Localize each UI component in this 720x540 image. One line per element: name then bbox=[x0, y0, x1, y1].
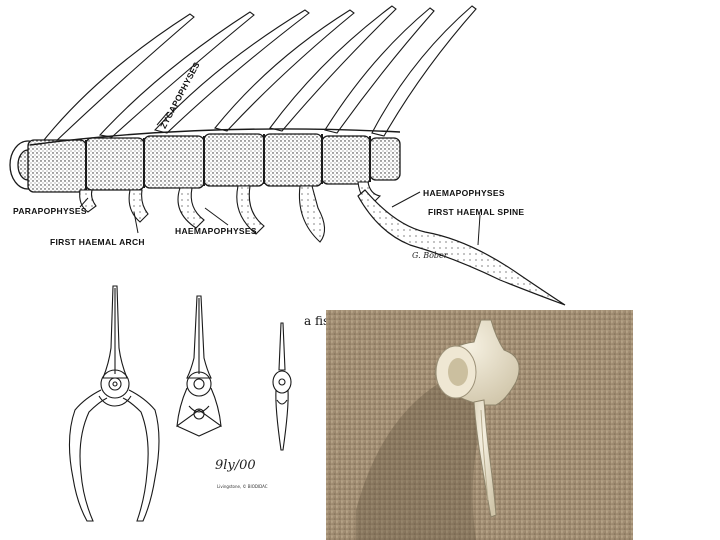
vertebra-photo-image bbox=[326, 310, 633, 540]
label-haemapophyses-lower: HAEMAPOPHYSES bbox=[175, 227, 257, 236]
cross-section-medium bbox=[177, 296, 221, 436]
label-first-haemal-arch: FIRST HAEMAL ARCH bbox=[50, 238, 145, 247]
label-haemapophyses-right: HAEMAPOPHYSES bbox=[423, 189, 505, 198]
cross-section-large bbox=[69, 286, 159, 521]
vertebra-cross-sections: 9ly/00 Livingstone, © BIODIDAC bbox=[55, 278, 300, 540]
illustrator-signature: G. Bober bbox=[412, 251, 448, 260]
cross-section-small bbox=[273, 323, 291, 450]
vertebral-column-illustration: ZYGAPOPHYSES PARAPOPHYSES FIRST HAEMAL A… bbox=[0, 0, 720, 310]
cross-section-credit: Livingstone, © BIODIDAC bbox=[217, 484, 268, 489]
label-first-haemal-spine: FIRST HAEMAL SPINE bbox=[428, 208, 524, 217]
vertebra-photo bbox=[326, 310, 633, 540]
vertebral-column-drawing bbox=[0, 0, 720, 310]
label-parapophyses: PARAPOPHYSES bbox=[13, 207, 87, 216]
neural-spines bbox=[40, 6, 476, 145]
cross-section-signature: 9ly/00 bbox=[215, 458, 256, 473]
cross-section-drawings bbox=[55, 278, 300, 540]
vertebral-centra bbox=[10, 134, 400, 192]
